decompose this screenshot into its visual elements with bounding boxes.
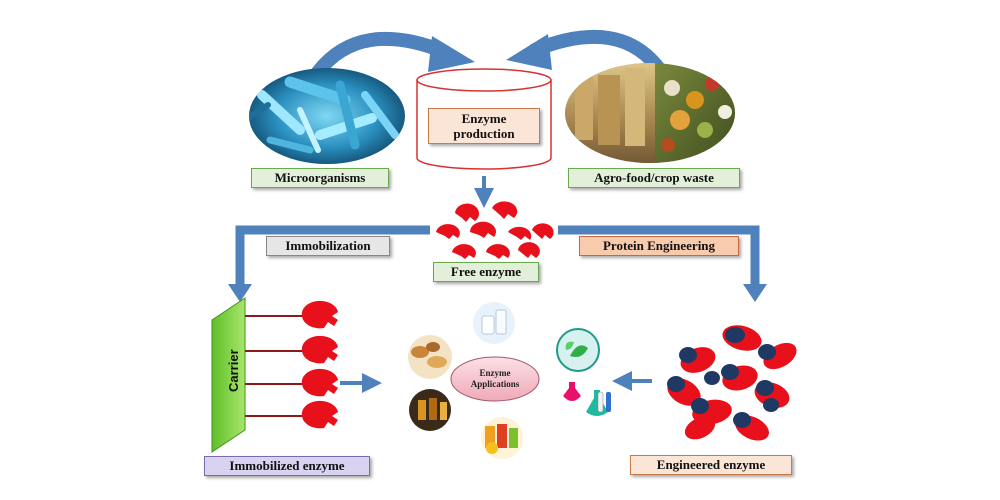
- milk-icon: [473, 302, 515, 344]
- carrier-slab: [211, 297, 246, 453]
- agro-waste-image: [565, 63, 735, 163]
- enzyme-production-line1: Enzyme: [461, 111, 507, 126]
- curved-arrow-left: [311, 31, 475, 79]
- bakery-icon: [408, 335, 452, 379]
- carrier-label: Carrier: [226, 349, 241, 392]
- free-enzyme-label: Free enzyme: [433, 262, 539, 282]
- immobilization-label: Immobilization: [266, 236, 390, 256]
- enzyme-applications-label: Enzyme Applications: [455, 368, 535, 390]
- apps-line1: Enzyme: [479, 368, 511, 378]
- protein-engineering-label: Protein Engineering: [579, 236, 739, 256]
- agro-food-label: Agro-food/crop waste: [568, 168, 740, 188]
- engineered-enzyme-label: Engineered enzyme: [630, 455, 792, 475]
- microorganisms-image: [249, 68, 405, 164]
- enzyme-production-line2: production: [453, 126, 515, 141]
- microorganisms-label: Microorganisms: [251, 168, 389, 188]
- immobilized-enzyme-label: Immobilized enzyme: [204, 456, 370, 476]
- curved-arrow-right: [506, 29, 667, 77]
- beverages-icon: [409, 389, 451, 431]
- apps-line2: Applications: [470, 379, 520, 389]
- enzyme-applications-ellipse: [450, 356, 540, 402]
- engineered-enzyme-cluster: [667, 325, 797, 441]
- immobilized-enzyme-set: [245, 300, 338, 429]
- free-enzyme-cluster: [436, 201, 554, 259]
- elbow-arrow-right: [558, 225, 767, 302]
- leaf-icon: [556, 328, 600, 372]
- elbow-arrow-left: [228, 225, 430, 302]
- fruit-juice-icon: [481, 417, 523, 459]
- enzyme-production-label: Enzyme production: [428, 108, 540, 144]
- lab-flasks-icon: [563, 382, 611, 416]
